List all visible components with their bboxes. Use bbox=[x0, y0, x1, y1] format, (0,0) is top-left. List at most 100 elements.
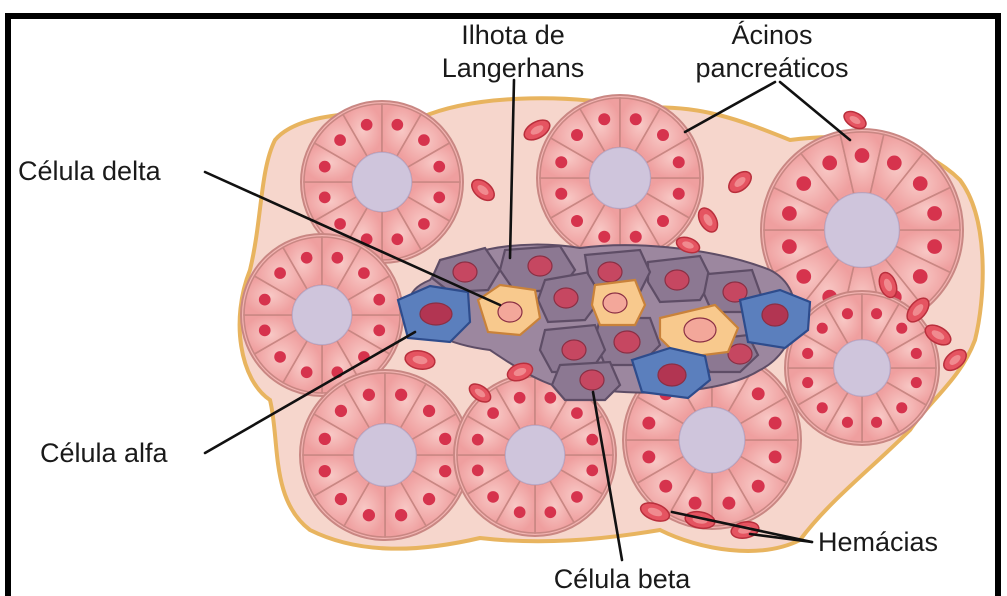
acinar-nucleus bbox=[335, 493, 347, 505]
acinar-nucleus bbox=[571, 407, 583, 419]
acinar-nucleus bbox=[373, 294, 385, 306]
label-acini-line2: pancreáticos bbox=[695, 53, 848, 83]
acinar-nucleus bbox=[487, 491, 499, 503]
acinar-nucleus bbox=[571, 215, 583, 227]
acinar-nucleus bbox=[472, 464, 484, 476]
acinar-nucleus bbox=[423, 405, 435, 417]
acinar-nucleus bbox=[361, 119, 373, 131]
acinar-nucleus bbox=[395, 509, 407, 521]
leader-acini-2 bbox=[780, 82, 850, 140]
acinar-nucleus bbox=[796, 269, 811, 284]
acinar-nucleus bbox=[911, 377, 922, 388]
acinar-nucleus bbox=[913, 176, 928, 191]
acinar-lumen bbox=[352, 152, 411, 211]
label-alfa: Célula alfa bbox=[40, 438, 169, 468]
acinar-nucleus bbox=[630, 113, 642, 125]
acinar-nucleus bbox=[259, 294, 271, 306]
acinar-nucleus bbox=[913, 269, 928, 284]
acinus-5 bbox=[300, 370, 470, 540]
delta-cell-2 bbox=[592, 280, 645, 325]
beta-cell-8 bbox=[552, 362, 620, 400]
acinar-nucleus bbox=[842, 417, 853, 428]
acinar-nucleus bbox=[769, 450, 782, 463]
acinar-nucleus bbox=[544, 506, 556, 518]
acinar-nucleus bbox=[817, 402, 828, 413]
acinar-nucleus bbox=[911, 348, 922, 359]
acinar-lumen bbox=[505, 425, 564, 484]
alpha-cell-1 bbox=[398, 286, 470, 342]
acinar-nucleus bbox=[391, 119, 403, 131]
acinar-nucleus bbox=[642, 450, 655, 463]
acinar-lumen bbox=[590, 148, 651, 209]
acinar-nucleus bbox=[358, 267, 370, 279]
acinar-nucleus bbox=[571, 491, 583, 503]
acinar-nucleus bbox=[418, 218, 430, 230]
beta-cell-4 bbox=[648, 256, 712, 302]
alpha-cell-3 bbox=[632, 348, 710, 398]
acinar-nucleus bbox=[514, 392, 526, 404]
acinar-nucleus bbox=[395, 389, 407, 401]
acinar-nucleus bbox=[817, 323, 828, 334]
acinar-nucleus bbox=[657, 215, 669, 227]
acinar-nucleus bbox=[673, 156, 685, 168]
acinar-nucleus bbox=[855, 148, 870, 163]
label-delta: Célula delta bbox=[18, 156, 162, 186]
acinar-nucleus bbox=[433, 191, 445, 203]
acinar-nucleus bbox=[418, 134, 430, 146]
acinar-lumen bbox=[679, 407, 744, 472]
acinar-nucleus bbox=[331, 252, 343, 264]
label-acini-line1: Ácinos bbox=[731, 20, 812, 50]
label-beta: Célula beta bbox=[554, 564, 692, 594]
acinar-nucleus bbox=[822, 156, 837, 171]
acinar-lumen bbox=[825, 193, 899, 267]
acinar-nucleus bbox=[319, 465, 331, 477]
acinar-nucleus bbox=[319, 433, 331, 445]
acinar-nucleus bbox=[657, 129, 669, 141]
acinar-nucleus bbox=[769, 417, 782, 430]
acinar-nucleus bbox=[439, 433, 451, 445]
acinar-nucleus bbox=[598, 231, 610, 243]
acinar-nucleus bbox=[555, 188, 567, 200]
label-hemacias: Hemácias bbox=[818, 527, 938, 557]
acinar-nucleus bbox=[274, 267, 286, 279]
acinar-nucleus bbox=[887, 156, 902, 171]
acinar-nucleus bbox=[796, 176, 811, 191]
acinar-nucleus bbox=[598, 113, 610, 125]
acinar-nucleus bbox=[373, 324, 385, 336]
acinar-nucleus bbox=[319, 191, 331, 203]
acinar-nucleus bbox=[752, 480, 765, 493]
acinar-nucleus bbox=[487, 407, 499, 419]
acinar-nucleus bbox=[363, 509, 375, 521]
acinar-nucleus bbox=[871, 417, 882, 428]
acinar-nucleus bbox=[514, 506, 526, 518]
label-islet-line1: Ilhota de bbox=[461, 20, 565, 50]
acinar-nucleus bbox=[782, 206, 797, 221]
acinar-nucleus bbox=[842, 308, 853, 319]
acinar-nucleus bbox=[689, 497, 702, 510]
acinar-nucleus bbox=[555, 156, 567, 168]
acinar-nucleus bbox=[927, 239, 942, 254]
acinar-nucleus bbox=[642, 417, 655, 430]
acinar-nucleus bbox=[439, 465, 451, 477]
acinar-nucleus bbox=[363, 389, 375, 401]
acinar-lumen bbox=[834, 340, 890, 396]
acinar-nucleus bbox=[927, 206, 942, 221]
acinar-nucleus bbox=[301, 366, 313, 378]
acinar-nucleus bbox=[752, 387, 765, 400]
acinar-nucleus bbox=[544, 392, 556, 404]
acinar-nucleus bbox=[391, 233, 403, 245]
acinar-nucleus bbox=[871, 308, 882, 319]
acinar-nucleus bbox=[586, 464, 598, 476]
acinar-nucleus bbox=[659, 480, 672, 493]
acinar-nucleus bbox=[802, 348, 813, 359]
acinar-nucleus bbox=[335, 405, 347, 417]
acinar-nucleus bbox=[802, 377, 813, 388]
acinar-nucleus bbox=[896, 402, 907, 413]
acinar-nucleus bbox=[274, 351, 286, 363]
acinar-lumen bbox=[354, 424, 416, 486]
acinar-nucleus bbox=[586, 434, 598, 446]
acinar-nucleus bbox=[571, 129, 583, 141]
acinar-nucleus bbox=[433, 161, 445, 173]
acinar-nucleus bbox=[472, 434, 484, 446]
